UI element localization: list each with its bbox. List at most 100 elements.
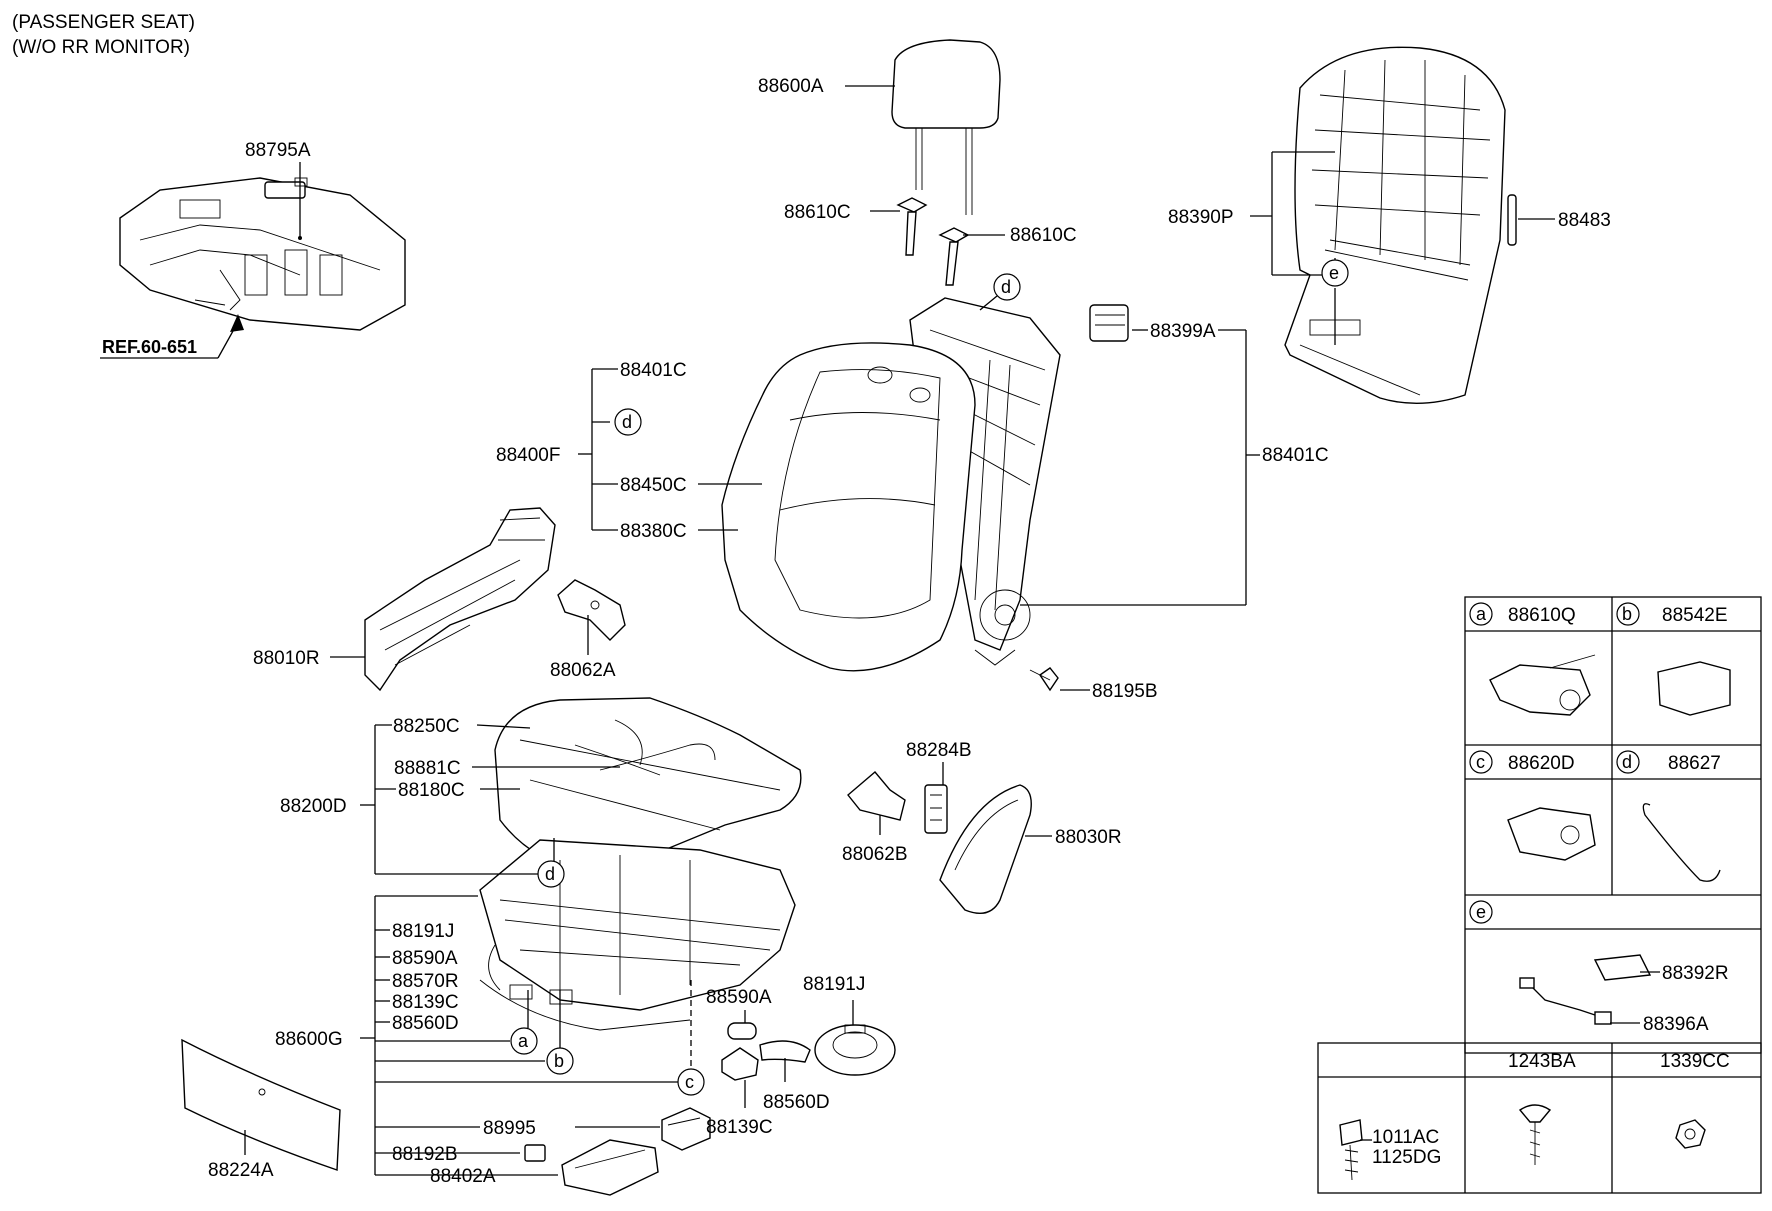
label-88390P: 88390P xyxy=(1168,207,1234,228)
floor-panel-drawing xyxy=(119,177,406,331)
legend-circle-c xyxy=(1469,750,1493,774)
label-88062A: 88062A xyxy=(550,660,616,681)
label-88284B: 88284B xyxy=(906,740,972,761)
label-88450C: 88450C xyxy=(620,475,687,496)
label-88224A: 88224A xyxy=(208,1160,274,1181)
label-88995: 88995 xyxy=(483,1118,536,1139)
callout-circle-b xyxy=(546,1047,574,1075)
header-line-2: (W/O RR MONITOR) xyxy=(12,37,190,58)
ref-arrow xyxy=(100,314,244,359)
legend-circle-e xyxy=(1469,900,1493,924)
legend-letter-a: a xyxy=(1476,604,1487,624)
bracket-88400F xyxy=(578,368,762,531)
callout-b: b xyxy=(554,1051,564,1071)
label-88139C-right: 88139C xyxy=(706,1117,773,1138)
side-cover-88010R-drawing xyxy=(364,507,556,692)
bracket-88062B-drawing xyxy=(847,771,906,821)
legend-part-a: 88610Q xyxy=(1508,605,1576,626)
legend-part-e2: 88396A xyxy=(1643,1014,1709,1035)
label-88399A: 88399A xyxy=(1150,321,1216,342)
label-88062B: 88062B xyxy=(842,844,908,865)
legend-circle-d xyxy=(1616,750,1640,774)
hose-88627-drawing xyxy=(1642,803,1721,882)
trim-88224A-drawing xyxy=(181,1038,341,1171)
label-88560D-right: 88560D xyxy=(763,1092,830,1113)
stay-rod-88483 xyxy=(1507,194,1517,246)
callout-circle-a xyxy=(510,1027,538,1055)
motor-88610Q-drawing xyxy=(1489,654,1596,716)
motor-88620D-drawing xyxy=(1507,807,1596,861)
headrest-guide-left xyxy=(896,197,928,256)
label-88200D: 88200D xyxy=(280,796,347,817)
label-88570R: 88570R xyxy=(392,971,459,992)
label-88610C-left: 88610C xyxy=(784,202,851,223)
label-88180C: 88180C xyxy=(398,780,465,801)
seatback-cover-drawing xyxy=(1284,46,1506,404)
label-88590A-right: 88590A xyxy=(706,987,772,1008)
fastener-1243BA: 1243BA xyxy=(1508,1051,1576,1072)
label-88795A: 88795A xyxy=(245,140,311,161)
bracket-88200D xyxy=(360,724,620,875)
label-88483: 88483 xyxy=(1558,210,1611,231)
label-88191J-left: 88191J xyxy=(392,921,454,942)
module-88995-drawing xyxy=(661,1107,711,1151)
legend-letter-e: e xyxy=(1476,902,1486,922)
motor-88399A-drawing xyxy=(1089,304,1129,342)
knob-88590A-drawing xyxy=(727,1022,757,1040)
label-88010R: 88010R xyxy=(253,648,320,669)
side-shield-88030R-drawing xyxy=(939,784,1032,914)
fastener-1125DG: 1125DG xyxy=(1372,1147,1441,1168)
label-88380C: 88380C xyxy=(620,521,687,542)
fastener-1339CC: 1339CC xyxy=(1660,1051,1730,1072)
label-88402A: 88402A xyxy=(430,1166,496,1187)
bolt-88195B-drawing xyxy=(1029,667,1059,692)
bracket-88062A-drawing xyxy=(557,579,626,641)
label-88610C-right: 88610C xyxy=(1010,225,1077,246)
callout-circle-c xyxy=(677,1068,705,1096)
legend-part-b: 88542E xyxy=(1662,605,1728,626)
clip-88192B-drawing xyxy=(524,1144,546,1162)
callout-d-bracket: d xyxy=(622,412,632,432)
knob-88191J-drawing xyxy=(814,1024,896,1076)
legend-letter-d: d xyxy=(1622,752,1632,772)
fastener-1011AC: 1011AC xyxy=(1372,1127,1439,1148)
label-88250C: 88250C xyxy=(393,716,460,737)
label-88195B: 88195B xyxy=(1092,681,1158,702)
label-88600G: 88600G xyxy=(275,1029,343,1050)
legend-circle-a xyxy=(1469,602,1493,626)
label-88139C-left: 88139C xyxy=(392,992,459,1013)
legend-part-c: 88620D xyxy=(1508,753,1575,774)
sensor-88795A-drawing xyxy=(264,177,308,199)
callout-circle-d-frame xyxy=(993,273,1021,301)
callout-a: a xyxy=(518,1031,529,1051)
seatback-cushion-drawing xyxy=(721,342,976,672)
sensor-88392R-drawing xyxy=(1593,954,1652,981)
bracket-88401C-right xyxy=(1020,329,1260,606)
nut-1339CC-drawing xyxy=(1675,1119,1706,1149)
label-88560D-left: 88560D xyxy=(392,1013,459,1034)
label-88401C-right: 88401C xyxy=(1262,445,1329,466)
legend-part-e1: 88392R xyxy=(1662,963,1729,984)
switch-88139C-drawing xyxy=(721,1047,759,1081)
module-88542E-drawing xyxy=(1657,661,1731,716)
ref-label: REF.60-651 xyxy=(102,337,197,357)
callout-circle-e-top xyxy=(1321,259,1349,287)
switch-88560D-drawing xyxy=(759,1040,811,1063)
headrest-drawing xyxy=(891,39,1001,215)
callout-circle-d-seat xyxy=(537,860,565,888)
header-line-1: (PASSENGER SEAT) xyxy=(12,12,195,33)
label-88030R: 88030R xyxy=(1055,827,1122,848)
headrest-guide-right xyxy=(938,227,970,286)
callout-circle-d-bracket xyxy=(614,408,642,436)
legend-part-d: 88627 xyxy=(1668,753,1721,774)
label-88400F: 88400F xyxy=(496,445,560,466)
legend-letter-c: c xyxy=(1476,752,1485,772)
label-88192B: 88192B xyxy=(392,1144,458,1165)
legend-letter-b: b xyxy=(1622,604,1632,624)
harness-88396A-drawing xyxy=(1519,977,1612,1025)
legend-circle-b xyxy=(1616,602,1640,626)
label-88590A-left: 88590A xyxy=(392,948,458,969)
label-88600A: 88600A xyxy=(758,76,824,97)
label-88401C-top: 88401C xyxy=(620,360,687,381)
